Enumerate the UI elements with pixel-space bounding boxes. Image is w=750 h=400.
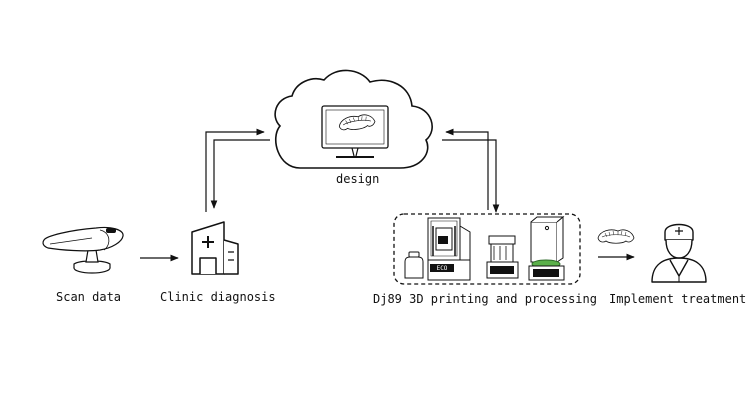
dental-model-icon-final — [597, 229, 635, 244]
treatment-label: Implement treatment — [609, 292, 747, 306]
printer-badge: ECO — [437, 265, 448, 272]
design-label: design — [336, 172, 380, 186]
printing-label: Dj89 3D printing and processing — [373, 292, 597, 306]
clinic-diagnosis-label: Clinic diagnosis — [160, 290, 276, 304]
wash-station-icon — [486, 235, 519, 279]
clinic-building-icon — [191, 221, 239, 275]
printing-group-frame — [393, 213, 581, 285]
cure-station-icon — [528, 215, 565, 281]
arrow-design-to-print — [442, 139, 500, 213]
scan-data-label: Scan data — [56, 290, 122, 304]
arrow-clinic-to-design — [205, 128, 265, 212]
resin-bottle-icon — [404, 251, 424, 279]
scanner-icon — [42, 226, 124, 274]
arrow-print-to-design — [445, 128, 489, 210]
doctor-icon — [651, 223, 707, 283]
3d-printer-icon: ECO — [427, 217, 471, 281]
arrow-design-to-clinic — [210, 139, 270, 209]
